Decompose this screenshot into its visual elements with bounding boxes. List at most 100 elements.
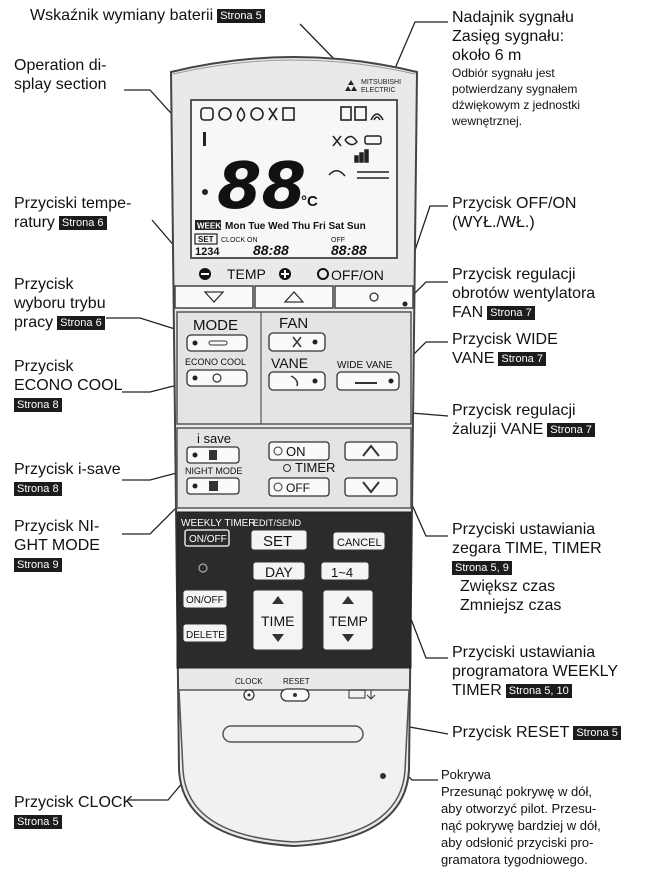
vane-icon — [290, 375, 299, 387]
lcd-time-off: 88:88 — [331, 242, 367, 258]
lcd-clock-on: CLOCK ON — [221, 237, 258, 244]
econo-mode-icon — [282, 107, 295, 121]
cool-mode-icon — [218, 107, 232, 121]
weekly-onoff2-button[interactable]: ON/OFF — [182, 589, 228, 609]
mode-icons-row — [200, 106, 384, 122]
timer-decrease-button[interactable] — [344, 477, 398, 497]
lcd-time-on: 88:88 — [253, 242, 289, 258]
vane-button[interactable] — [268, 371, 326, 391]
cancel-button[interactable]: CANCEL — [332, 531, 386, 551]
wide-vane-label: WIDE VANE — [337, 360, 393, 371]
reset-label: RESET — [283, 677, 310, 686]
battery-icon — [340, 106, 352, 121]
fan-label: FAN — [279, 315, 308, 332]
svg-text:OFF: OFF — [286, 481, 310, 495]
label-operation-display: Operation di- splay section — [14, 57, 107, 93]
svg-text:SET: SET — [263, 533, 292, 550]
page-badge: Strona 8 — [14, 481, 62, 496]
heat-mode-icon — [250, 107, 264, 121]
night-mode-button[interactable] — [186, 477, 240, 495]
label-signal-transmitter: Nadajnik sygnału Zasięg sygnału: około 6… — [452, 9, 581, 128]
airflow-lines-icon — [357, 171, 389, 179]
page-badge: Strona 5, 10 — [505, 683, 572, 698]
mode-label: MODE — [193, 317, 238, 334]
timer-on-button[interactable]: ON — [268, 441, 330, 461]
vane-position-icon — [364, 135, 382, 145]
weekly-indicator-text: WEEKLY — [197, 222, 231, 231]
econo-icon — [212, 373, 222, 383]
night-mode-label: NIGHT MODE — [185, 466, 242, 476]
fan-speed-icon — [332, 135, 342, 147]
speed-bar-3 — [364, 149, 369, 163]
mitsubishi-logo-icon — [345, 80, 357, 91]
svg-text:ON/OFF: ON/OFF — [189, 534, 227, 545]
weekly-onoff-button[interactable]: ON/OFF — [184, 529, 230, 547]
lcd-off: OFF — [331, 237, 345, 244]
svg-text:TEMP: TEMP — [329, 613, 368, 629]
page-badge: Strona 5, 9 — [452, 560, 512, 575]
weekly-temp-button[interactable]: TEMP — [322, 589, 374, 651]
timer-increase-button[interactable] — [344, 441, 398, 461]
night-icon — [209, 481, 218, 491]
brand-text-2: ELECTRIC — [361, 87, 396, 94]
down-arrow-icon — [366, 690, 376, 700]
page-badge: Strona 5 — [217, 8, 265, 23]
temp-up-button[interactable] — [254, 285, 334, 309]
page-badge: Strona 7 — [547, 422, 595, 437]
timer-label: TIMER — [295, 460, 335, 475]
label-fan-button: Przycisk regulacji obrotów wentylatora F… — [452, 266, 596, 321]
signal-icon — [370, 113, 384, 121]
day-button[interactable]: DAY — [252, 561, 306, 581]
lcd-program-numbers: 1234 — [195, 246, 220, 258]
offon-button[interactable] — [334, 285, 414, 309]
set-button[interactable]: SET — [250, 529, 308, 551]
svg-text:TIME: TIME — [261, 613, 294, 629]
thermometer-icon — [203, 132, 206, 146]
reset-button[interactable] — [280, 688, 310, 702]
isave-icon — [354, 106, 367, 121]
swirl-icon — [344, 135, 358, 146]
fan-mode-icon — [268, 107, 278, 121]
speed-bar-2 — [359, 152, 364, 163]
label-night-mode-button: Przycisk NI- GHT MODE Strona 9 — [14, 518, 100, 572]
label-cover: Pokrywa Przesunąć pokrywę w dół, aby otw… — [441, 767, 601, 867]
clock-button[interactable] — [243, 689, 255, 701]
time-button[interactable]: TIME — [252, 589, 304, 651]
fan-button[interactable] — [268, 332, 326, 352]
speed-bar-1 — [354, 155, 359, 163]
lcd-celsius-unit: °C — [301, 193, 318, 210]
set-indicator — [194, 233, 218, 245]
isave-button[interactable] — [186, 446, 240, 464]
dry-mode-icon — [236, 106, 246, 122]
delete-button[interactable]: DELETE — [182, 623, 228, 643]
temp-label: TEMP — [227, 266, 266, 282]
temp-down-button[interactable] — [174, 285, 254, 309]
isave-label: i save — [197, 431, 231, 446]
svg-text:DELETE: DELETE — [186, 630, 225, 641]
svg-text:CANCEL: CANCEL — [337, 537, 382, 549]
econo-cool-button[interactable] — [186, 369, 248, 387]
set-indicator-text: SET — [198, 235, 214, 244]
weekly-indicator — [195, 220, 221, 230]
edit-send-label: EDIT/SEND — [253, 518, 302, 528]
lcd-days: Mon Tue Wed Thu Fri Sat Sun — [225, 221, 366, 232]
battery-label-text: Wskaźnik wymiany baterii — [30, 7, 214, 24]
svg-text:ON: ON — [286, 444, 306, 459]
label-weekly-timer-buttons: Przyciski ustawiania programatora WEEKLY… — [452, 644, 618, 699]
power-icon — [317, 268, 329, 280]
lcd-temperature: 88 — [217, 150, 306, 224]
lcd-status-icons — [328, 135, 389, 179]
timer-off-button[interactable]: OFF — [268, 477, 330, 497]
program-number-button[interactable]: 1~4 — [320, 561, 370, 581]
label-econo-cool-button: Przycisk ECONO COOL Strona 8 — [14, 358, 123, 412]
lcd-dot — [202, 189, 208, 195]
page-badge: Strona 5 — [14, 814, 62, 829]
wide-vane-button[interactable] — [336, 371, 400, 391]
mode-button[interactable] — [186, 334, 248, 352]
page-badge: Strona 6 — [58, 215, 107, 230]
